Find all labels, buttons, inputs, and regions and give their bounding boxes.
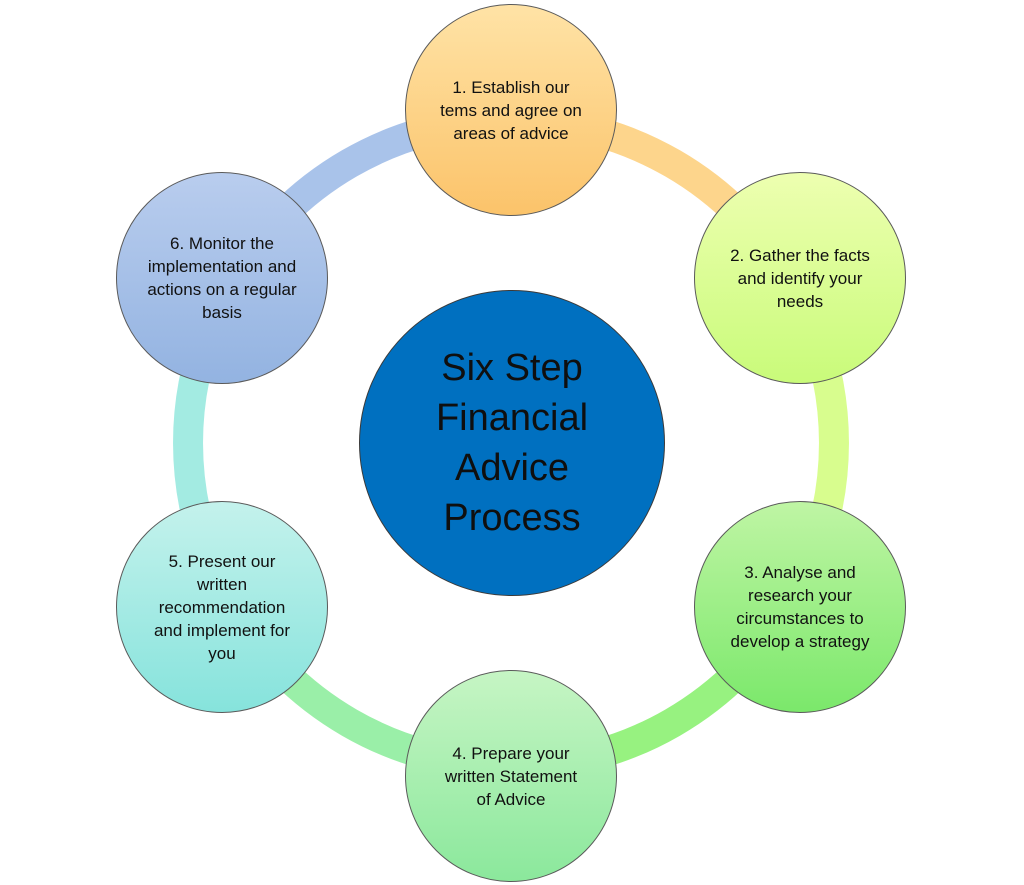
step-1-label: 1. Establish our tems and agree on areas…	[440, 77, 582, 143]
step-6-label: 6. Monitor the implementation and action…	[147, 234, 297, 322]
step-1-node: 1. Establish our tems and agree on areas…	[405, 4, 617, 216]
step-3-label: 3. Analyse and research your circumstanc…	[730, 563, 870, 651]
step-2-node: 2. Gather the facts and identify your ne…	[694, 172, 906, 384]
step-4-node: 4. Prepare your written Statement of Adv…	[405, 670, 617, 882]
step-6-node: 6. Monitor the implementation and action…	[116, 172, 328, 384]
step-5-node: 5. Present our written recommendation an…	[116, 501, 328, 713]
diagram-title-text: Six Step Financial Advice Process	[435, 347, 589, 539]
step-3-node: 3. Analyse and research your circumstanc…	[694, 501, 906, 713]
step-4-label: 4. Prepare your written Statement of Adv…	[444, 743, 578, 809]
step-2-label: 2. Gather the facts and identify your ne…	[730, 245, 870, 311]
diagram-title: Six Step Financial Advice Process	[359, 290, 665, 596]
step-5-label: 5. Present our written recommendation an…	[153, 551, 291, 663]
